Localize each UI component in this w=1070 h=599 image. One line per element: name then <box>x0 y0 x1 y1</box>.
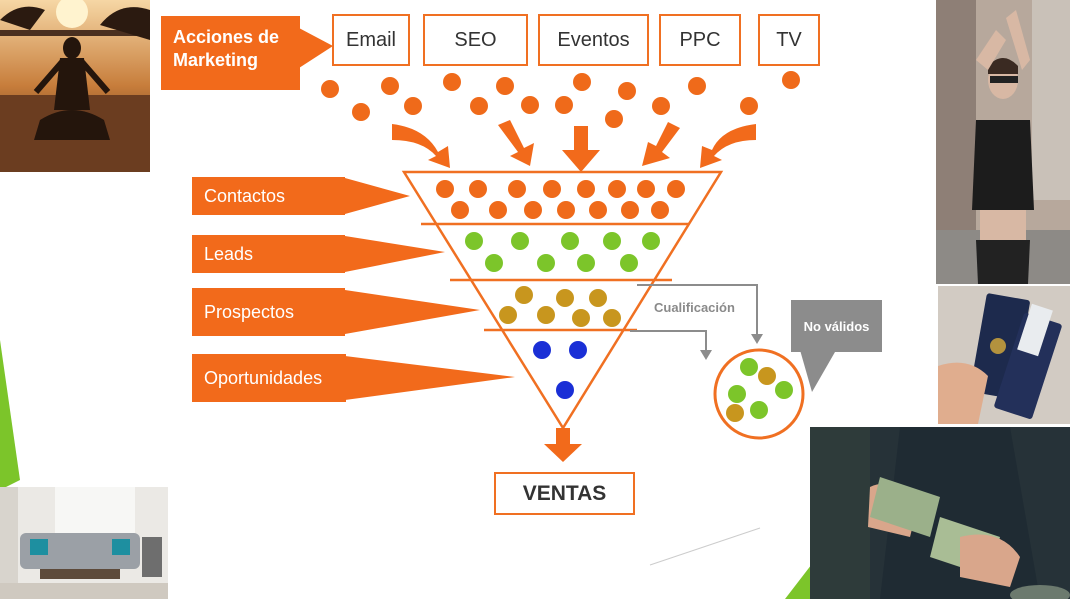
invalid-circle <box>713 348 805 440</box>
marketing-actions-header: Acciones de Marketing <box>161 16 300 90</box>
inflow-arrows <box>392 120 756 172</box>
header-pointer-arrow <box>299 28 333 68</box>
yoga-sunset-photo <box>0 0 150 172</box>
fashion-model-photo <box>936 0 1070 284</box>
lead-dots <box>465 232 660 272</box>
decorative-line <box>649 527 761 566</box>
channel-tv: TV <box>758 14 820 66</box>
channel-ppc: PPC <box>659 14 741 66</box>
prospect-dots <box>499 286 621 327</box>
contact-dots <box>436 180 685 219</box>
counting-money-photo <box>810 427 1070 599</box>
sales-result-box: VENTAS <box>494 472 635 515</box>
stage-label-leads: Leads <box>192 235 345 273</box>
qualification-connectors <box>630 284 758 352</box>
stage-label-prospectos: Prospectos <box>192 288 345 336</box>
opportunity-dots <box>533 341 587 399</box>
stage-label-oportunidades: Oportunidades <box>192 354 346 402</box>
channel-eventos: Eventos <box>538 14 649 66</box>
green-accent-shape <box>0 340 20 490</box>
living-room-photo <box>0 487 168 599</box>
invalid-label: No válidos <box>791 300 882 352</box>
qualification-label: Cualificación <box>654 300 735 315</box>
stage-pointers <box>345 178 515 400</box>
falling-dots <box>321 71 800 128</box>
stage-label-contactos: Contactos <box>192 177 345 215</box>
green-corner-shape <box>785 560 815 599</box>
channel-email: Email <box>332 14 410 66</box>
channel-seo: SEO <box>423 14 528 66</box>
passports-photo <box>938 286 1070 424</box>
sales-arrow <box>544 428 582 462</box>
